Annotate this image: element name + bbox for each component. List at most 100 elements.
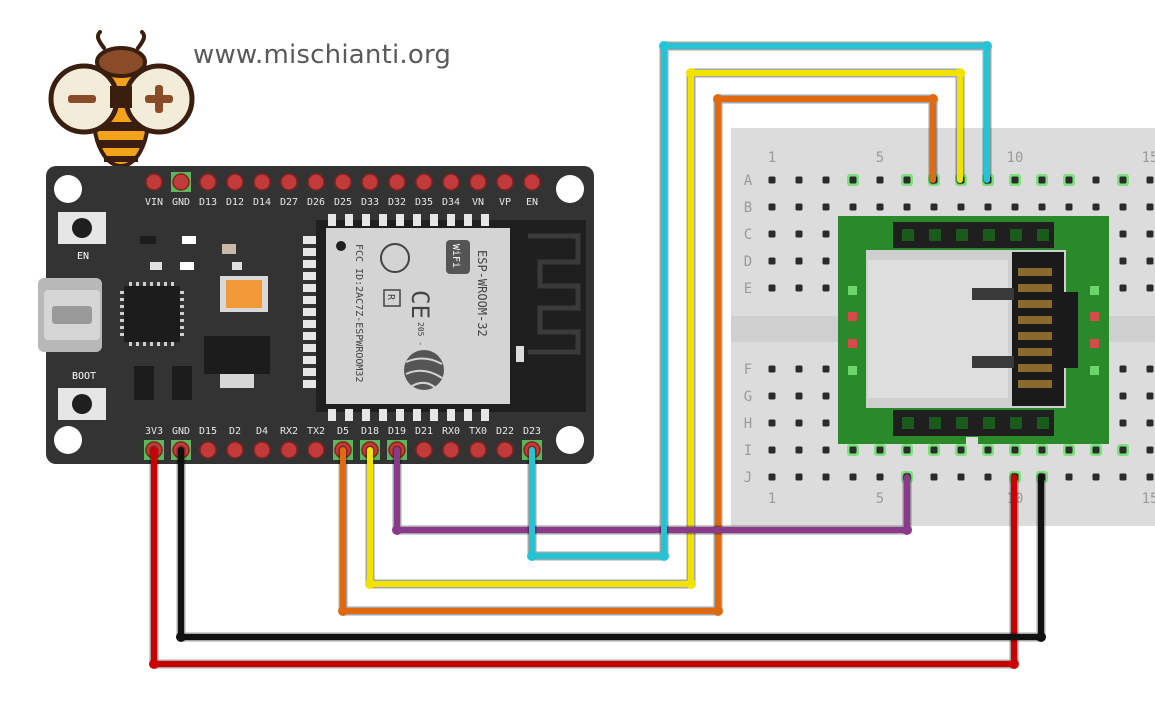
breadboard-hole [795, 365, 803, 373]
wifi-logo-text: WiFi [450, 244, 461, 268]
fcc-id-text: FCC ID:2AC7Z-ESPWROOM32 [353, 244, 364, 382]
module-pad [345, 214, 353, 226]
col-number-top-5: 5 [876, 150, 884, 166]
breadboard-hole [822, 392, 830, 400]
pin-d21 [415, 441, 433, 459]
module-pad [303, 332, 316, 340]
pin-d14 [253, 173, 271, 191]
breadboard-hole [768, 446, 776, 454]
mount-hole [556, 175, 584, 203]
breadboard-hole [930, 473, 938, 481]
wire-bend [392, 525, 402, 535]
pin-tx0 [469, 441, 487, 459]
breadboard-hole [1146, 203, 1154, 211]
breadboard-hole [876, 473, 884, 481]
rj45-contact [1018, 300, 1052, 308]
pin-label-bottom: RX2 [280, 426, 298, 437]
breadboard-hole [1146, 176, 1154, 184]
row-label-d: D [744, 254, 752, 270]
latch-icon [972, 356, 1014, 368]
pin-d12 [226, 173, 244, 191]
row-label-c: C [744, 227, 752, 243]
wire-bend [686, 579, 696, 589]
breadboard-hole [1038, 446, 1046, 454]
led-icon [848, 286, 857, 295]
header-pin [1010, 417, 1022, 429]
wire-bend [338, 606, 348, 616]
pin-label-top: D13 [199, 197, 217, 208]
breadboard-hole [768, 257, 776, 265]
pin-d25 [334, 173, 352, 191]
breadboard-hole [768, 392, 776, 400]
breadboard-hole [822, 365, 830, 373]
rj45-contact [1018, 364, 1052, 372]
module-pad [303, 296, 316, 304]
rj45-contact [1018, 348, 1052, 356]
pin-d26 [307, 173, 325, 191]
breadboard-hole [1119, 365, 1127, 373]
breadboard-hole [1011, 176, 1019, 184]
rj45-contact [1018, 284, 1052, 292]
breadboard-hole [795, 446, 803, 454]
breadboard-hole [876, 203, 884, 211]
pin-label-bottom: TX2 [307, 426, 325, 437]
module-pad [481, 409, 489, 421]
breadboard-hole [1119, 446, 1127, 454]
pin-label-top: EN [526, 197, 538, 208]
breadboard-hole [1146, 257, 1154, 265]
en-label: EN [77, 251, 89, 262]
mount-hole [54, 175, 82, 203]
led-icon [848, 339, 857, 348]
pin-label-top: D35 [415, 197, 433, 208]
col-number-top-15: 15 [1142, 150, 1155, 166]
header-pin [1037, 229, 1049, 241]
header-bottom [893, 410, 1054, 436]
pin-d13 [199, 173, 217, 191]
breadboard-hole [1092, 473, 1100, 481]
breadboard-hole [876, 176, 884, 184]
module-pad [303, 308, 316, 316]
module-pad [379, 409, 387, 421]
mount-hole [54, 426, 82, 454]
pin-d34 [442, 173, 460, 191]
breadboard-hole [795, 392, 803, 400]
pin-vn [469, 173, 487, 191]
wire-d19-to-j6 [392, 445, 912, 535]
pin-label-bottom: D21 [415, 426, 433, 437]
row-label-e: E [744, 281, 752, 297]
breadboard-hole [795, 230, 803, 238]
module-pad [303, 380, 316, 388]
breadboard-hole [984, 446, 992, 454]
breadboard-hole [1119, 419, 1127, 427]
header-pin [902, 229, 914, 241]
module-pad [447, 214, 455, 226]
pin-rx2 [280, 441, 298, 459]
module-pad [345, 409, 353, 421]
module-pad [447, 409, 455, 421]
wires [149, 41, 1046, 669]
header-pin [956, 417, 968, 429]
pin-d33 [361, 173, 379, 191]
breadboard-hole [822, 203, 830, 211]
module-pad [362, 409, 370, 421]
breadboard-hole [1146, 284, 1154, 292]
row-label-a: A [744, 173, 753, 189]
wire-bend [902, 525, 912, 535]
module-pad [430, 409, 438, 421]
pin-label-top: D27 [280, 197, 298, 208]
wire-bend [365, 579, 375, 589]
pin-d35 [415, 173, 433, 191]
pin-d32 [388, 173, 406, 191]
ce-mark-text: CE [406, 290, 434, 319]
wire-bend [713, 94, 723, 104]
transistor [172, 366, 192, 400]
site-url: www.mischianti.org [193, 40, 452, 70]
module-pad [396, 214, 404, 226]
row-label-j: J [744, 470, 752, 486]
pin-tx2 [307, 441, 325, 459]
pin-label-top: VP [499, 197, 511, 208]
pin-label-top: VIN [145, 197, 163, 208]
pin-label-bottom: D5 [337, 426, 349, 437]
wire-bend [659, 41, 669, 51]
